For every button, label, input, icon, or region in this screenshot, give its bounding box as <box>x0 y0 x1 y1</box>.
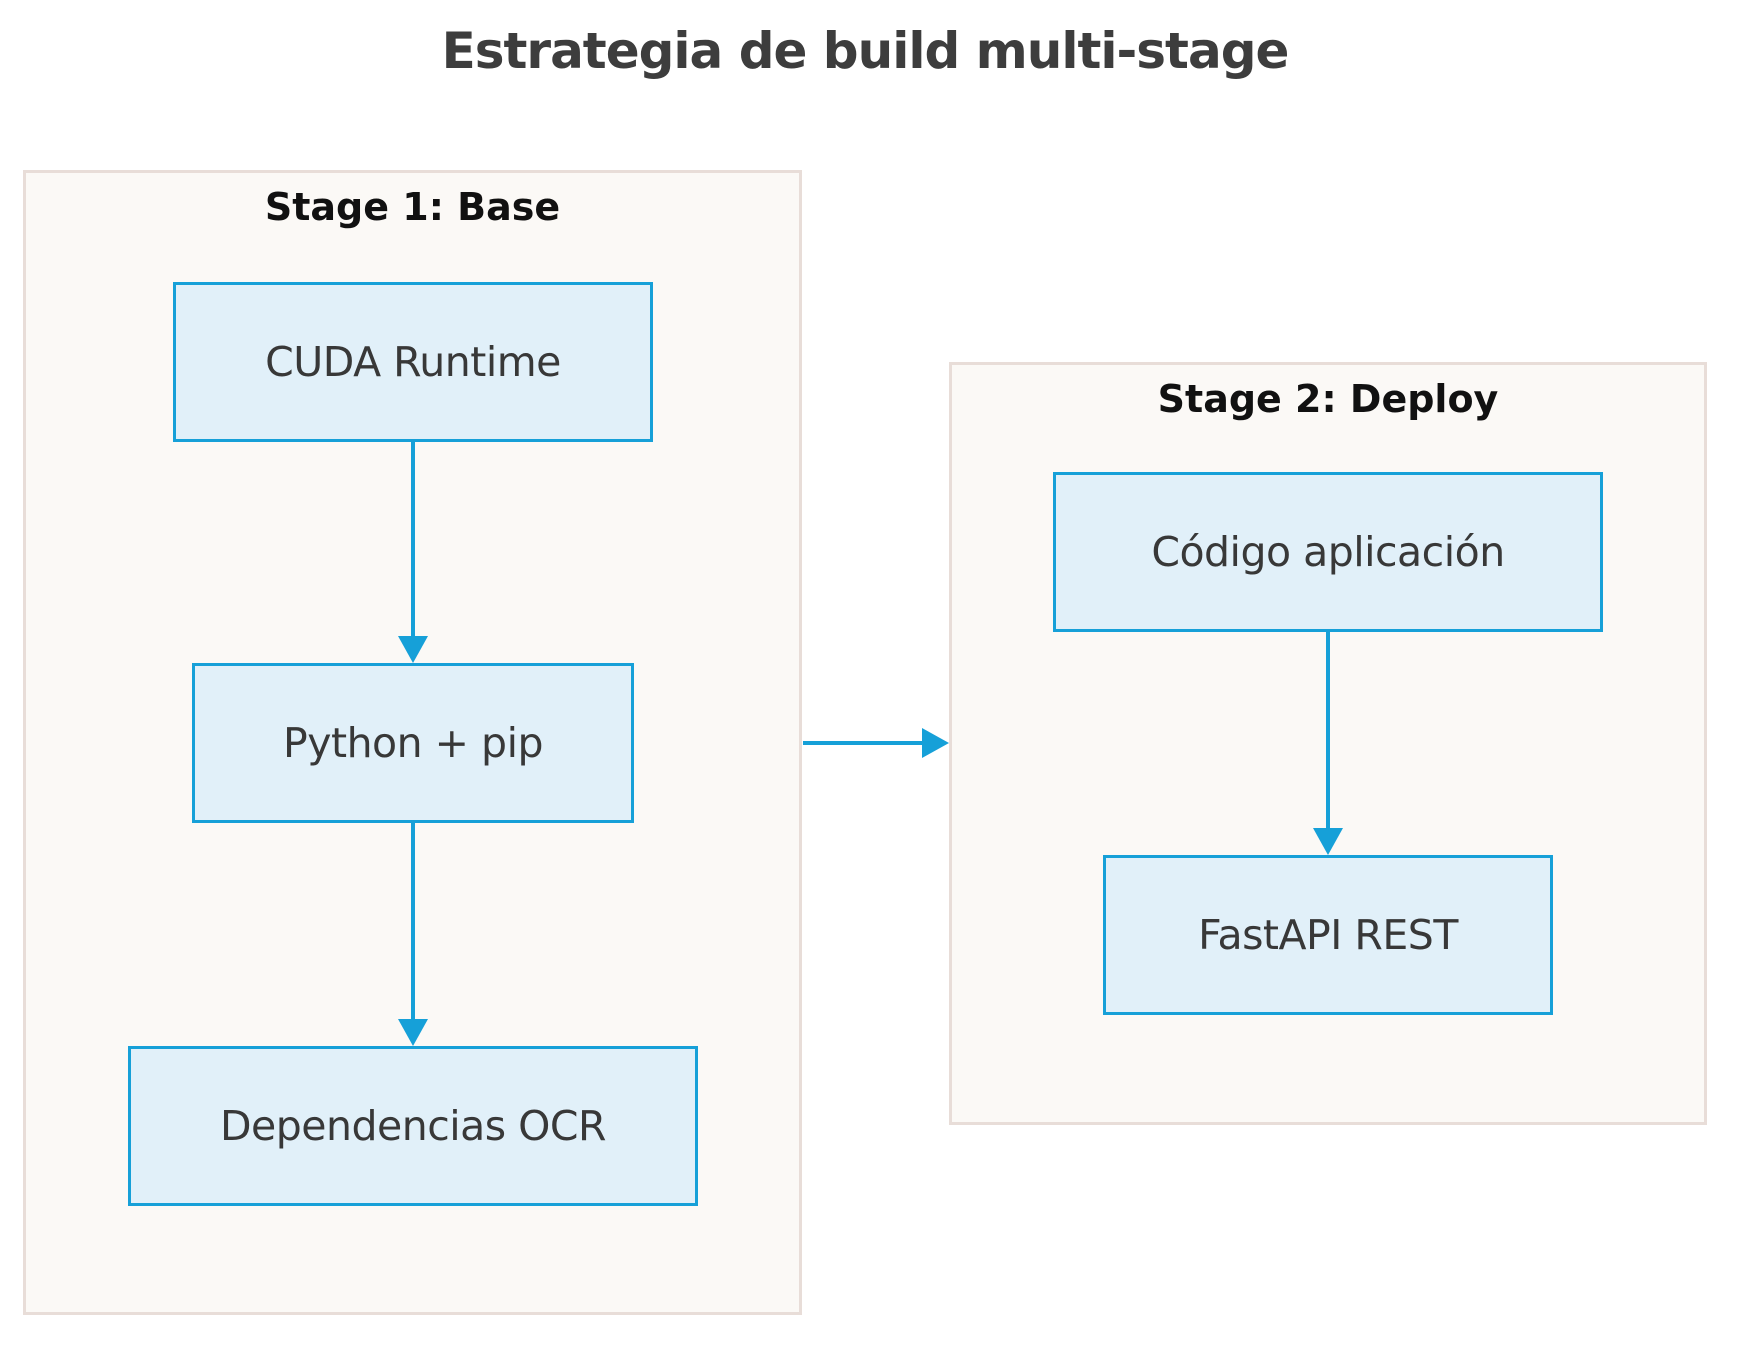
subgraph-stage2-label: Stage 2: Deploy <box>1157 377 1499 421</box>
edge-stage1-to-stage2 <box>803 741 924 745</box>
subgraph-stage1-label: Stage 1: Base <box>264 185 561 229</box>
edge-codigo-to-fastapi <box>1326 632 1330 829</box>
arrowhead-down-icon <box>1313 828 1343 855</box>
edge-python-to-ocr <box>411 823 415 1020</box>
arrowhead-down-icon <box>398 636 428 663</box>
node-codigo-aplicacion: Código aplicación <box>1053 472 1603 632</box>
node-dependencias-ocr: Dependencias OCR <box>128 1046 698 1206</box>
arrowhead-right-icon <box>922 728 949 758</box>
arrowhead-down-icon <box>398 1019 428 1046</box>
diagram-title: Estrategia de build multi-stage <box>441 22 1290 80</box>
node-python-pip: Python + pip <box>192 663 634 823</box>
edge-cuda-to-python <box>411 442 415 640</box>
node-fastapi-rest: FastAPI REST <box>1103 855 1553 1015</box>
node-cuda-runtime: CUDA Runtime <box>173 282 653 442</box>
